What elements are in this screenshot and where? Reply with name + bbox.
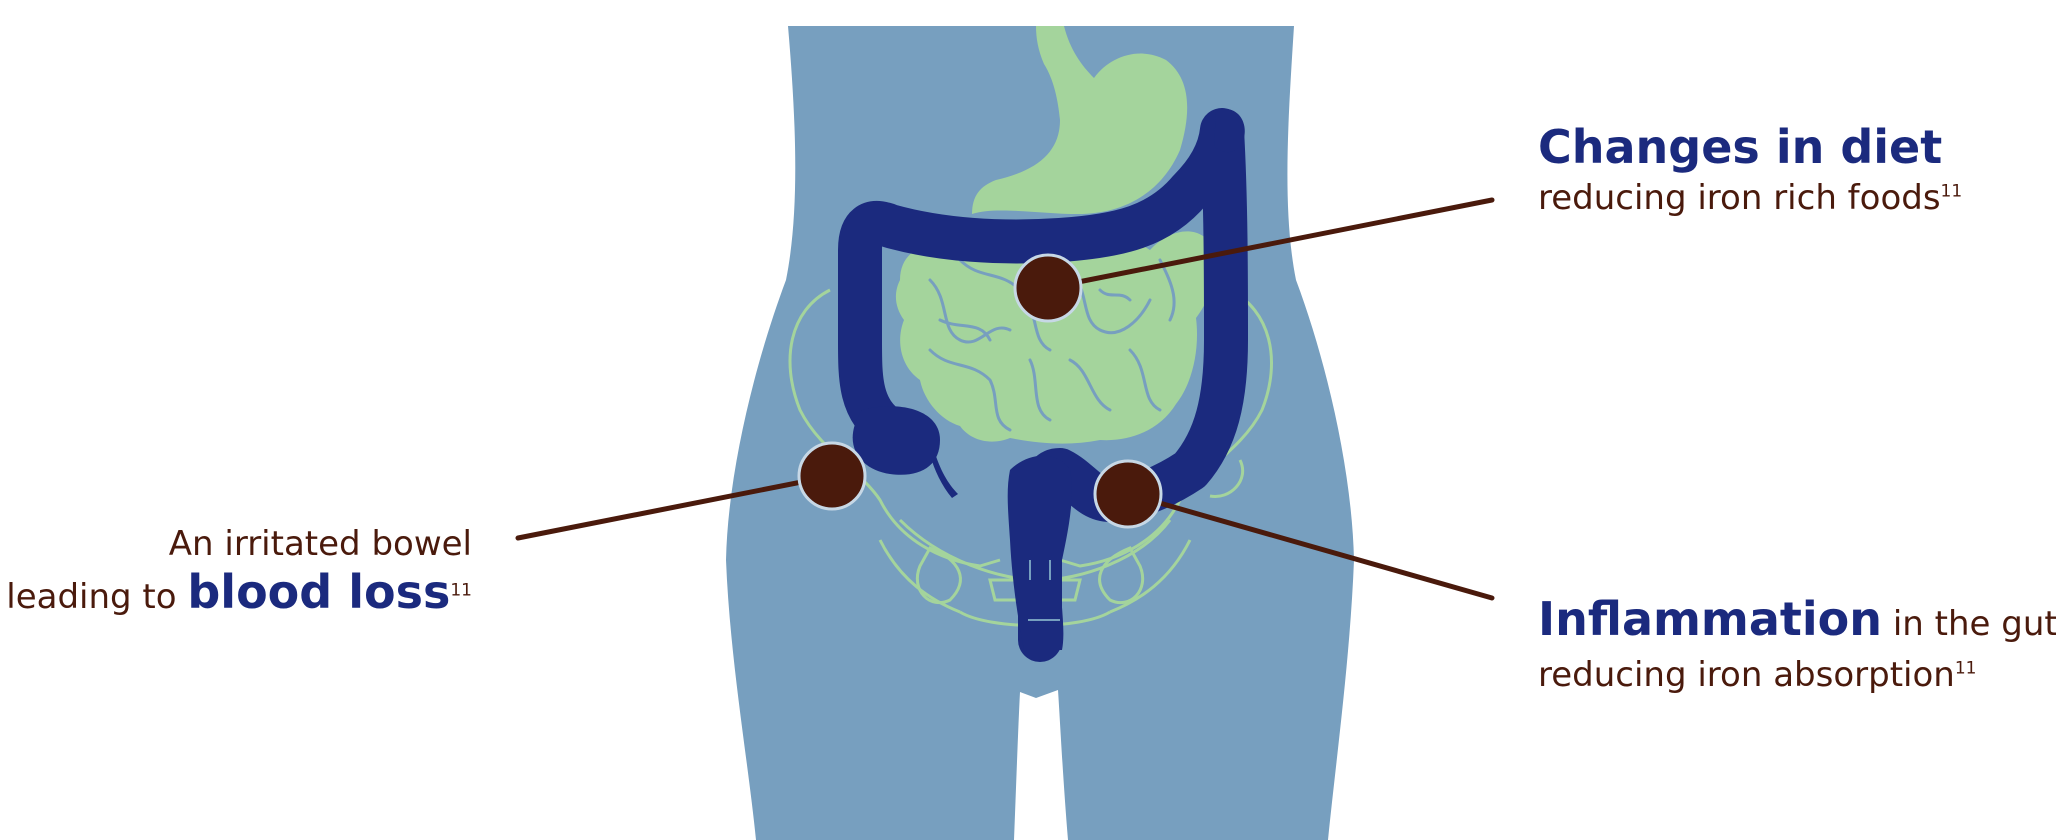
callout-inflammation-ref: 11	[1955, 659, 1977, 679]
callout-diet-headline: Changes in diet	[1538, 118, 1962, 176]
callout-inflammation-text: reducing iron absorption	[1538, 655, 1955, 695]
callout-bleed-prefix: leading to	[6, 577, 187, 617]
callout-inflammation-text-line: reducing iron absorption11	[1538, 653, 2056, 697]
callout-diet-ref: 11	[1941, 182, 1963, 202]
callout-bleed-line2: leading to blood loss11	[6, 568, 472, 621]
callout-inflammation-headline: Inflammation	[1538, 592, 1882, 646]
marker-inflammation	[1095, 461, 1161, 527]
callout-bleed-ref: 11	[450, 581, 472, 601]
callout-bleed: An irritated bowel leading to blood loss…	[6, 520, 472, 621]
callout-inflammation-suffix: in the gut	[1882, 604, 2056, 644]
callout-bleed-headline: blood loss	[187, 565, 450, 619]
callout-bleed-line1: An irritated bowel	[6, 520, 472, 568]
marker-diet	[1015, 255, 1081, 321]
callout-diet-text-line: reducing iron rich foods11	[1538, 176, 1962, 220]
callout-inflammation-line1: Inflammation in the gut	[1538, 590, 2056, 653]
callout-diet-text: reducing iron rich foods	[1538, 178, 1941, 218]
callout-diet: Changes in diet reducing iron rich foods…	[1538, 118, 1962, 220]
callout-inflammation: Inflammation in the gut reducing iron ab…	[1538, 590, 2056, 697]
marker-bleed	[799, 443, 865, 509]
